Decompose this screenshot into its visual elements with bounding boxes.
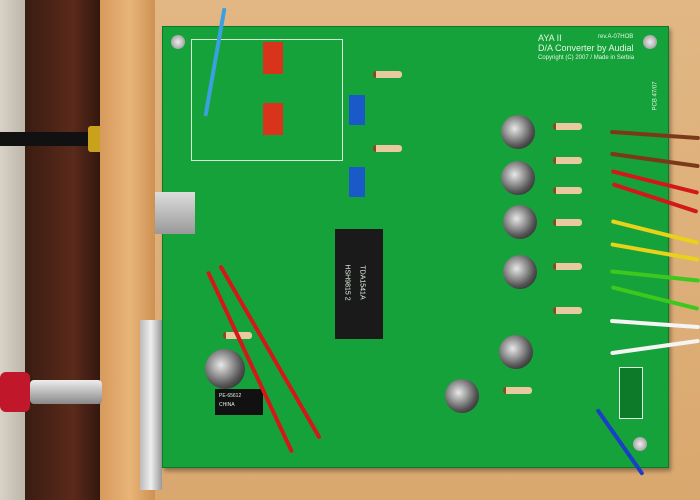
board-model: AYA II (538, 33, 562, 43)
electrolytic-capacitor (499, 335, 533, 369)
usb-connector (155, 192, 195, 234)
dac-circuit-board: AYA II rev.A-07HOB D/A Converter by Audi… (155, 26, 669, 468)
relay: PE-65612 CHINA (215, 389, 263, 415)
electrolytic-capacitor (205, 349, 245, 389)
capacitor-red (263, 42, 283, 74)
resistor (553, 157, 582, 164)
electrolytic-capacitor (501, 161, 535, 195)
pcb-code: PCB 47/07 (652, 81, 659, 111)
electrolytic-capacitor (503, 255, 537, 289)
red-binding-post (0, 372, 30, 412)
chip-label-3: HSH9815 2 (343, 264, 351, 301)
capacitor-red (263, 103, 283, 135)
mounting-screw (171, 35, 185, 49)
resistor (553, 263, 582, 270)
input-section-outline (191, 39, 343, 161)
board-copyright: Copyright (C) 2007 / Made in Serbia (538, 55, 635, 61)
relay-label-2: CHINA (219, 402, 235, 408)
chip-label-1: TDA1541A (358, 265, 366, 300)
header-connector (619, 367, 643, 419)
relay-label-1: PE-65612 (219, 393, 242, 399)
mounting-screw (633, 437, 647, 451)
resistor (553, 123, 582, 130)
trim-pot (349, 167, 365, 197)
resistor (553, 307, 582, 314)
electrolytic-capacitor (501, 115, 535, 149)
black-cable (0, 132, 100, 146)
resistor (373, 145, 402, 152)
mounting-screw (643, 35, 657, 49)
resistor (373, 71, 402, 78)
dark-wood-panel (25, 0, 105, 500)
electrolytic-capacitor (503, 205, 537, 239)
board-title: D/A Converter by Audial (538, 43, 634, 53)
board-revision: rev.A-07HOB (598, 34, 634, 40)
binding-post-metal (30, 380, 102, 404)
dac-chip: TDA1541A 11266 HSH9815 2 (335, 229, 383, 339)
resistor (503, 387, 532, 394)
metal-bracket (140, 320, 162, 490)
electrolytic-capacitor (445, 379, 479, 413)
resistor (553, 187, 582, 194)
resistor (553, 219, 582, 226)
trim-pot (349, 95, 365, 125)
